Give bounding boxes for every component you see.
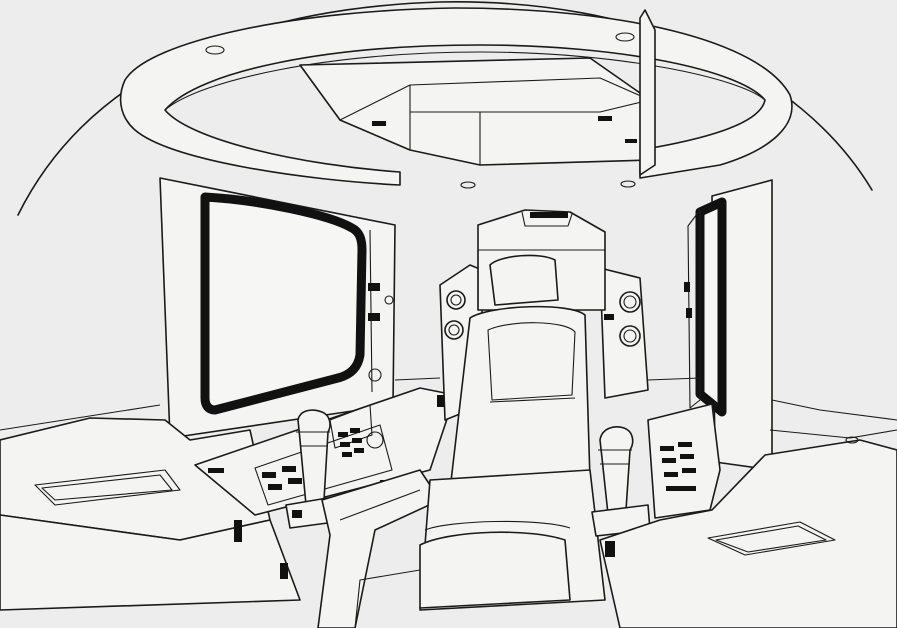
right-gauge-pod [599,267,649,399]
right-console [599,429,897,628]
right-control-panel [647,403,721,519]
pilot-seat [354,209,606,628]
left-display [159,177,396,439]
cabin-wall [0,377,897,431]
overhead-console [119,7,793,189]
right-control-stick [591,426,651,537]
left-console [0,417,301,611]
right-display [684,179,773,471]
